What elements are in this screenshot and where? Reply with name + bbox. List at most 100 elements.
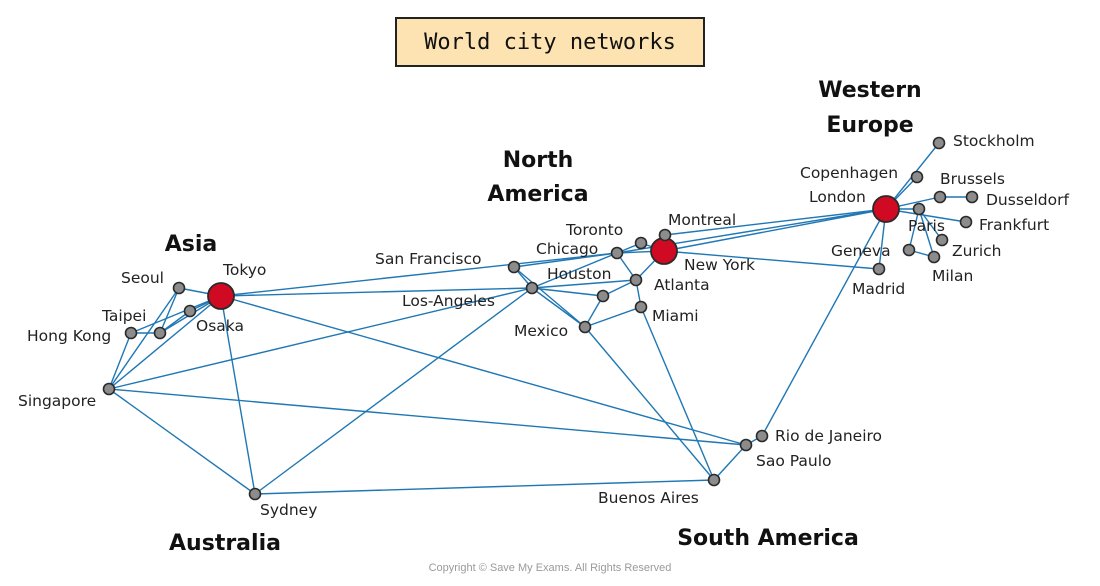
city-label-singapore: Singapore [18, 392, 96, 410]
region-label-south-america: South America [677, 526, 859, 551]
hub-node-london [872, 195, 900, 223]
city-node-toronto [634, 236, 648, 250]
city-node-geneva [902, 243, 916, 257]
link-los-angeles-tokyo [220, 287, 533, 297]
hub-node-tokyo [207, 282, 235, 310]
city-label-chicago: Chicago [536, 240, 598, 258]
link-sydney-buenos-aires [254, 479, 715, 495]
city-label-taipei: Taipei [101, 307, 146, 325]
city-label-brussels: Brussels [940, 170, 1005, 188]
city-node-los-angeles [525, 281, 539, 295]
city-label-sao-paulo: Sao Paulo [756, 452, 832, 470]
link-mexico-miami [584, 306, 642, 328]
link-los-angeles-singapore [108, 287, 533, 390]
city-node-milan [927, 250, 941, 264]
link-los-angeles-houston [531, 279, 637, 289]
city-label-mexico: Mexico [514, 322, 568, 340]
link-paris-geneva [908, 208, 920, 251]
city-label-miami: Miami [652, 307, 699, 325]
link-tokyo-chicago [220, 252, 618, 297]
city-label-stockholm: Stockholm [953, 132, 1035, 150]
region-label-western-europe-line2: Europe [826, 113, 913, 138]
city-label-copenhagen: Copenhagen [800, 164, 898, 182]
city-label-dusseldorf: Dusseldorf [986, 191, 1069, 209]
city-node-frankfurt [959, 215, 973, 229]
city-node-osaka [183, 304, 197, 318]
region-label-asia: Asia [165, 232, 218, 257]
region-label-north-america-line1: North [503, 148, 574, 173]
city-label-new-york: New York [684, 256, 755, 274]
city-label-atlanta: Atlanta [654, 276, 710, 294]
link-sao-paulo-buenos-aires [713, 444, 747, 481]
city-label-tokyo: Tokyo [222, 261, 266, 279]
city-label-paris: Paris [908, 217, 945, 235]
diagram-title: World city networks [395, 17, 705, 67]
city-node-san-francisco [507, 260, 521, 274]
link-los-angeles-mexico [531, 287, 586, 328]
city-node-singapore [102, 382, 116, 396]
city-label-geneva: Geneva [831, 242, 891, 260]
city-label-buenos-aires: Buenos Aires [598, 489, 699, 507]
link-tokyo-sao-paulo [220, 295, 747, 446]
link-london-new-york [663, 208, 887, 252]
city-node-dusseldorf [965, 190, 979, 204]
city-node-chicago [610, 246, 624, 260]
city-node-houston [629, 273, 643, 287]
city-node-paris [912, 202, 926, 216]
city-node-taipei [153, 326, 167, 340]
city-label-montreal: Montreal [668, 211, 736, 229]
city-node-seoul [172, 281, 186, 295]
city-node-montreal [658, 228, 672, 242]
city-node-sao-paulo [739, 438, 753, 452]
copyright-notice: Copyright © Save My Exams. All Rights Re… [428, 562, 672, 574]
link-london-montreal [664, 208, 887, 236]
city-label-hong-kong: Hong Kong [27, 327, 111, 345]
city-node-mexico [578, 320, 592, 334]
city-label-sydney: Sydney [260, 501, 317, 519]
city-node-brussels [933, 190, 947, 204]
region-label-north-america-line2: America [487, 182, 588, 207]
link-tokyo-sydney [220, 295, 256, 495]
city-label-milan: Milan [932, 267, 973, 285]
city-label-houston: Houston [547, 265, 611, 283]
city-node-buenos-aires [707, 473, 721, 487]
city-nodes [102, 136, 979, 501]
city-label-madrid: Madrid [852, 280, 905, 298]
link-tokyo-singapore [108, 295, 222, 390]
link-mexico-buenos-aires [584, 326, 715, 481]
city-label-seoul: Seoul [121, 269, 164, 287]
city-label-osaka: Osaka [196, 317, 244, 335]
city-label-london: London [809, 188, 866, 206]
link-singapore-sao-paulo [108, 388, 747, 446]
link-seoul-taipei [159, 287, 180, 334]
region-label-western-europe-line1: Western [818, 78, 921, 103]
link-singapore-sydney [108, 388, 256, 495]
link-miami-buenos-aires [640, 306, 715, 481]
link-san-francisco-mexico [513, 266, 586, 328]
city-label-frankfurt: Frankfurt [979, 216, 1049, 234]
link-los-angeles-sydney [254, 287, 533, 495]
city-node-atlanta [596, 289, 610, 303]
link-seoul-singapore [108, 287, 180, 390]
city-label-los-angeles: Los-Angeles [402, 292, 495, 310]
city-label-san-francisco: San Francisco [375, 250, 481, 268]
city-label-zurich: Zurich [952, 242, 1001, 260]
link-paris-zurich [918, 208, 943, 241]
city-label-rio-de-janeiro: Rio de Janeiro [775, 427, 882, 445]
city-node-stockholm [932, 136, 946, 150]
link-hong-kong-singapore [108, 332, 132, 390]
city-node-madrid [872, 262, 886, 276]
city-node-sydney [248, 487, 262, 501]
link-paris-milan [918, 208, 935, 258]
city-node-hong-kong [124, 326, 138, 340]
link-new-york-madrid [663, 250, 880, 270]
link-london-rio [761, 208, 887, 437]
city-node-rio [755, 429, 769, 443]
city-node-zurich [935, 233, 949, 247]
link-chicago-los-angeles [531, 252, 618, 289]
region-label-australia: Australia [169, 531, 281, 556]
city-node-miami [634, 300, 648, 314]
link-los-angeles-atlanta [531, 287, 604, 297]
hub-node-new-york [650, 237, 678, 265]
